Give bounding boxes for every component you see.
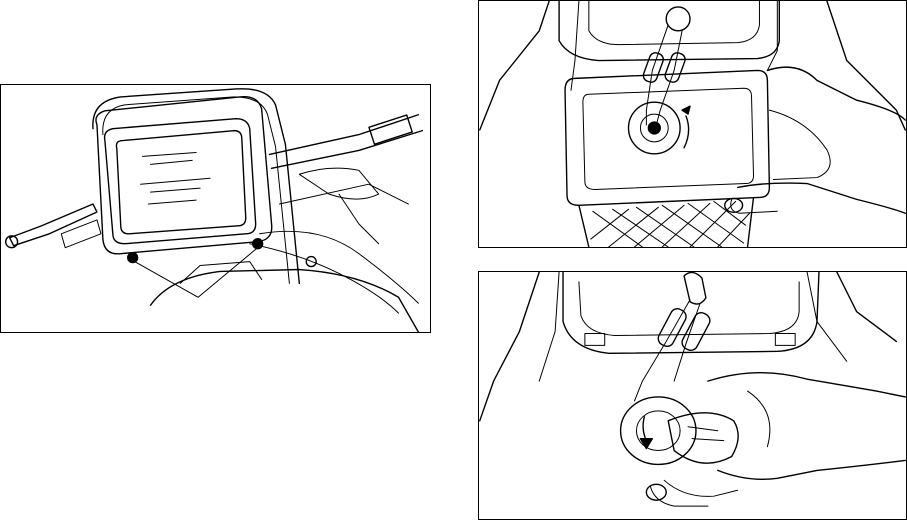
hand-lower — [738, 183, 906, 213]
bulb-holder-drawing — [479, 1, 906, 247]
cover-top — [559, 1, 779, 61]
body-panel-left — [480, 1, 549, 130]
hand-lower — [718, 460, 905, 479]
body-panel-left — [480, 272, 540, 421]
connector-top — [684, 272, 706, 304]
hand-upper — [767, 67, 905, 120]
thumb — [725, 198, 743, 212]
body-panel-right — [837, 272, 897, 341]
fairing — [151, 270, 419, 332]
housing-opening — [563, 272, 819, 353]
rotation-arrow — [684, 116, 689, 148]
bulb-holder — [621, 397, 696, 464]
body-panel-right — [827, 1, 905, 130]
screw-left — [128, 253, 138, 263]
bulb-removal-figure — [478, 271, 907, 520]
hand-upper — [708, 373, 905, 397]
headlight-lens — [116, 131, 245, 234]
leader-lines — [135, 248, 258, 298]
housing-back — [583, 88, 754, 189]
headlight-figure — [0, 84, 431, 333]
wire-sleeve-2 — [680, 310, 713, 352]
handlebar-right — [270, 115, 419, 155]
headlight-drawing — [1, 85, 430, 332]
wire-sleeve-1 — [656, 306, 689, 348]
bulb-removal-drawing — [479, 272, 906, 519]
connector-top — [666, 7, 690, 31]
bulb-holder-figure — [478, 0, 907, 248]
